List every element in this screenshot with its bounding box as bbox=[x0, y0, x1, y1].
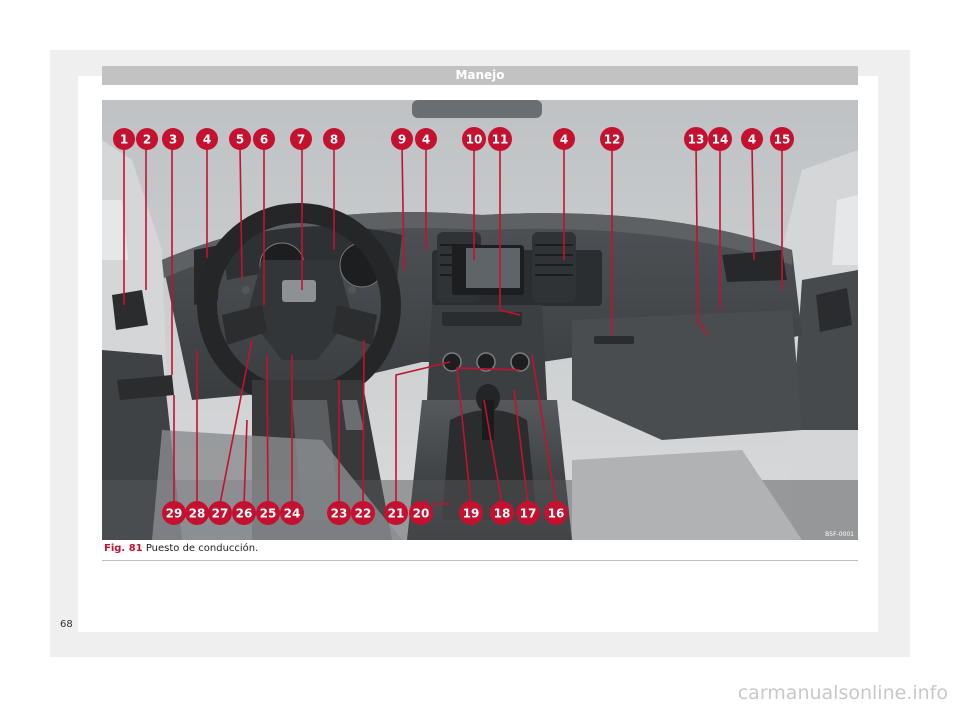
callouts-bottom: 29 28 27 26 25 24 23 22 21 20 19 18 17 1… bbox=[162, 501, 568, 525]
callout-badge: 23 bbox=[327, 501, 351, 525]
callout-badge: 3 bbox=[162, 128, 184, 150]
svg-text:13: 13 bbox=[688, 133, 705, 147]
callout-badge: 27 bbox=[208, 501, 232, 525]
dashboard-figure: 1 2 3 4 5 6 7 8 9 4 10 11 4 12 13 14 4 1… bbox=[102, 100, 858, 540]
callout-badge: 4 bbox=[553, 128, 575, 150]
watermark: carmanualsonline.info bbox=[737, 682, 948, 704]
callout-badge: 4 bbox=[196, 128, 218, 150]
svg-text:24: 24 bbox=[284, 507, 301, 521]
callout-badge: 10 bbox=[462, 127, 486, 151]
callout-badge: 25 bbox=[256, 501, 280, 525]
svg-text:17: 17 bbox=[520, 507, 537, 521]
callout-badge: 7 bbox=[290, 128, 312, 150]
svg-text:16: 16 bbox=[548, 507, 565, 521]
dashboard-illustration: 1 2 3 4 5 6 7 8 9 4 10 11 4 12 13 14 4 1… bbox=[102, 100, 858, 540]
callout-badge: 20 bbox=[409, 501, 433, 525]
infotainment-screen bbox=[466, 248, 520, 288]
callout-badge: 9 bbox=[391, 128, 413, 150]
callout-badge: 24 bbox=[280, 501, 304, 525]
callout-badge: 19 bbox=[459, 501, 483, 525]
callout-badge: 4 bbox=[741, 128, 763, 150]
svg-text:4: 4 bbox=[748, 133, 756, 147]
svg-text:11: 11 bbox=[492, 133, 509, 147]
svg-text:20: 20 bbox=[413, 507, 430, 521]
figure-label: Fig. 81 bbox=[104, 543, 143, 554]
callout-badge: 22 bbox=[351, 501, 375, 525]
svg-text:29: 29 bbox=[166, 507, 183, 521]
svg-text:2: 2 bbox=[143, 133, 151, 147]
rearview-mirror bbox=[412, 100, 542, 118]
callout-badge: 17 bbox=[516, 501, 540, 525]
page-number: 68 bbox=[60, 619, 73, 630]
svg-text:12: 12 bbox=[604, 133, 621, 147]
svg-text:1: 1 bbox=[120, 133, 128, 147]
svg-text:4: 4 bbox=[203, 133, 211, 147]
svg-text:7: 7 bbox=[297, 133, 305, 147]
callout-badge: 6 bbox=[253, 128, 275, 150]
callout-badge: 4 bbox=[415, 128, 437, 150]
svg-text:22: 22 bbox=[355, 507, 372, 521]
svg-text:18: 18 bbox=[494, 507, 511, 521]
svg-text:27: 27 bbox=[212, 507, 229, 521]
callout-badge: 14 bbox=[708, 127, 732, 151]
callout-badge: 15 bbox=[770, 127, 794, 151]
svg-text:8: 8 bbox=[330, 133, 338, 147]
svg-text:9: 9 bbox=[398, 133, 406, 147]
svg-text:23: 23 bbox=[331, 507, 348, 521]
svg-text:28: 28 bbox=[189, 507, 206, 521]
glovebox-handle bbox=[594, 336, 634, 344]
svg-text:10: 10 bbox=[466, 133, 483, 147]
figure-caption-text: Puesto de conducción. bbox=[145, 543, 259, 554]
figure-reference-code: B5F-0001 bbox=[825, 531, 854, 538]
svg-text:14: 14 bbox=[712, 133, 729, 147]
svg-text:19: 19 bbox=[463, 507, 480, 521]
svg-text:15: 15 bbox=[774, 133, 791, 147]
callout-badge: 26 bbox=[232, 501, 256, 525]
callout-badge: 18 bbox=[490, 501, 514, 525]
callout-badge: 5 bbox=[229, 128, 251, 150]
svg-text:5: 5 bbox=[236, 133, 244, 147]
svg-text:21: 21 bbox=[388, 507, 405, 521]
callout-badge: 28 bbox=[185, 501, 209, 525]
left-door-handle bbox=[112, 290, 148, 330]
svg-text:3: 3 bbox=[169, 133, 177, 147]
steering-logo bbox=[282, 280, 316, 302]
callout-badge: 29 bbox=[162, 501, 186, 525]
figure-caption: Fig. 81 Puesto de conducción. bbox=[102, 540, 858, 561]
svg-text:6: 6 bbox=[260, 133, 268, 147]
svg-text:25: 25 bbox=[260, 507, 277, 521]
callouts-top: 1 2 3 4 5 6 7 8 9 4 10 11 4 12 13 14 4 1… bbox=[113, 127, 794, 151]
callout-badge: 2 bbox=[136, 128, 158, 150]
callout-badge: 8 bbox=[323, 128, 345, 150]
svg-text:4: 4 bbox=[422, 133, 430, 147]
callout-badge: 16 bbox=[544, 501, 568, 525]
callout-badge: 11 bbox=[488, 127, 512, 151]
callout-badge: 21 bbox=[384, 501, 408, 525]
callout-badge: 12 bbox=[600, 127, 624, 151]
svg-text:26: 26 bbox=[236, 507, 253, 521]
right-door-handle bbox=[816, 288, 852, 332]
callout-badge: 1 bbox=[113, 128, 135, 150]
svg-text:4: 4 bbox=[560, 133, 568, 147]
callout-badge: 13 bbox=[684, 127, 708, 151]
section-header: Manejo bbox=[102, 66, 858, 85]
